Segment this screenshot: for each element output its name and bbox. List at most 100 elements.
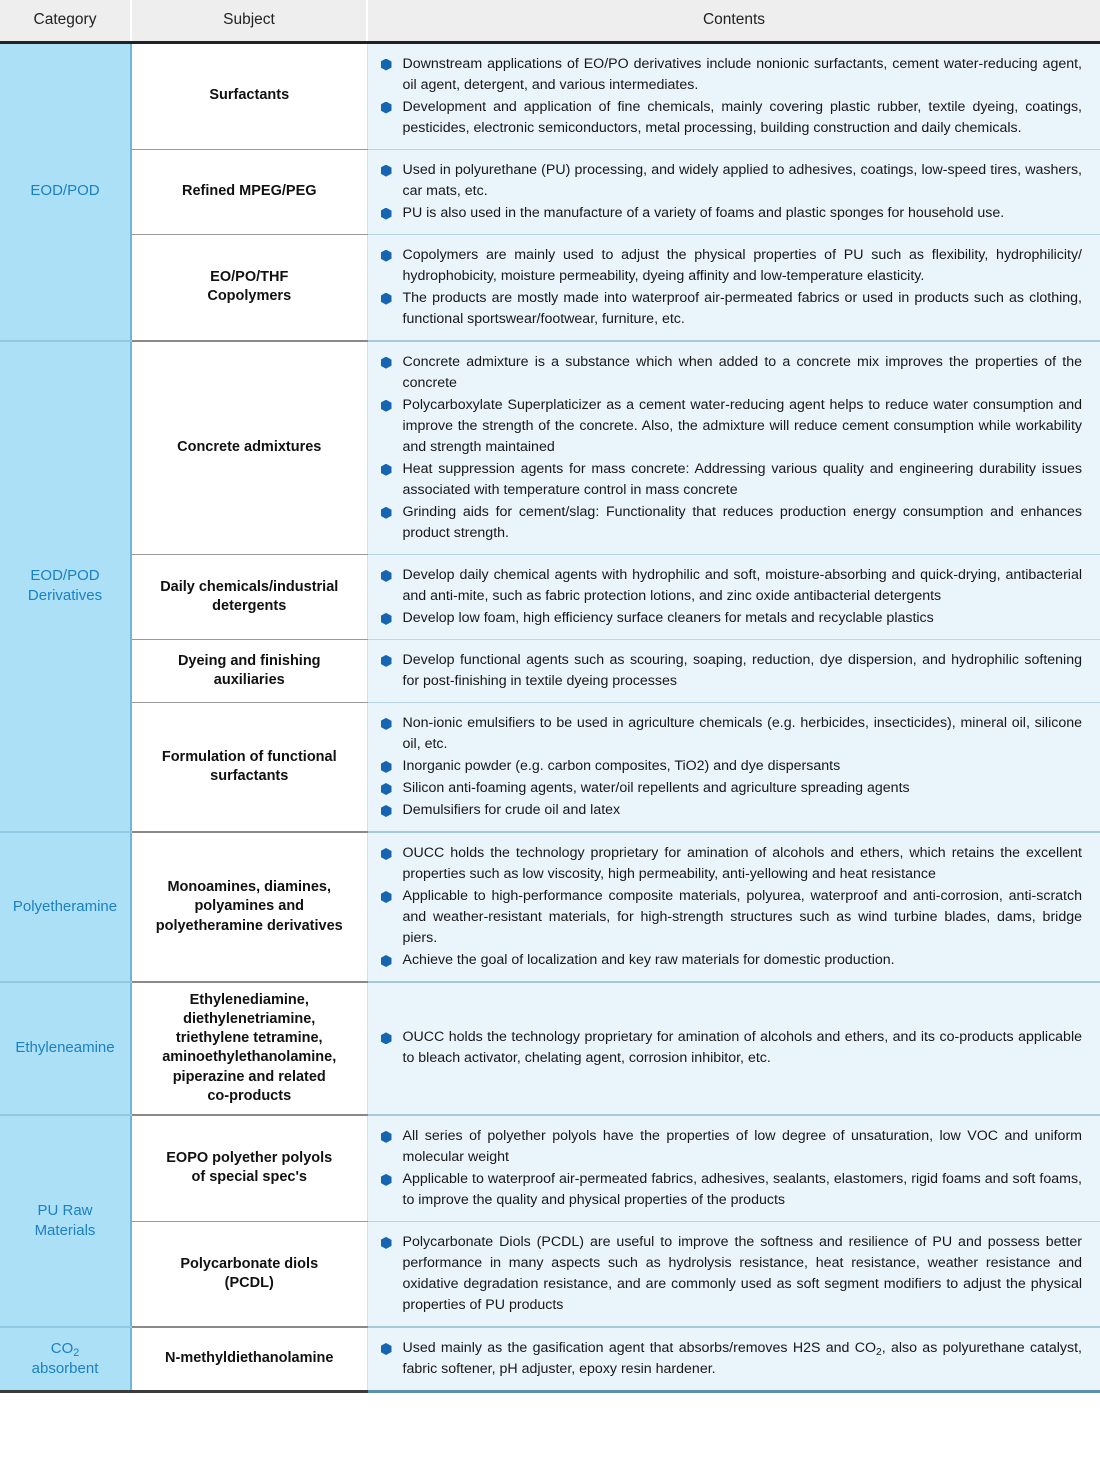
bullet-text: The products are mostly made into waterp…	[402, 289, 1083, 327]
bullet-item: Applicable to high-performance composite…	[380, 886, 1083, 949]
bullet-text: Applicable to high-performance composite…	[402, 888, 1083, 947]
hexagon-bullet-icon	[380, 804, 392, 817]
bullet-text: Silicon anti-foaming agents, water/oil r…	[402, 779, 910, 796]
bullet-list: Copolymers are mainly used to adjust the…	[380, 245, 1083, 330]
subject-cell: N-methyldiethanolamine	[131, 1326, 368, 1393]
hexagon-bullet-icon	[380, 1236, 392, 1249]
bullet-list: Develop functional agents such as scouri…	[380, 650, 1083, 692]
table-row: Polycarbonate diols(PCDL) Polycarbonate D…	[0, 1221, 1100, 1328]
contents-cell: Concrete admixture is a substance which …	[367, 340, 1100, 555]
bullet-list: Polycarbonate Diols (PCDL) are useful to…	[380, 1232, 1083, 1316]
hexagon-bullet-icon	[380, 955, 392, 968]
hexagon-bullet-icon	[380, 1173, 392, 1186]
bullet-item: Develop low foam, high efficiency surfac…	[380, 608, 1083, 629]
hexagon-bullet-icon	[380, 569, 392, 582]
bullet-text: Develop daily chemical agents with hydro…	[402, 566, 1083, 604]
category-cell: EOD/POD	[0, 42, 132, 342]
hexagon-bullet-icon	[380, 612, 392, 625]
bullet-list: Downstream applications of EO/PO derivat…	[380, 54, 1082, 139]
bullet-text: All series of polyether polyols have the…	[402, 1127, 1083, 1165]
bullet-text: Develop low foam, high efficiency surfac…	[402, 609, 934, 626]
bullet-text: Heat suppression agents for mass concret…	[402, 460, 1083, 498]
bullet-item: PU is also used in the manufacture of a …	[380, 203, 1083, 224]
bullet-item: OUCC holds the technology proprietary fo…	[380, 843, 1083, 885]
column-header-category: Category	[0, 0, 132, 44]
bullet-text: Polycarbonate Diols (PCDL) are useful to…	[402, 1233, 1083, 1313]
bullet-list: Non-ionic emulsifiers to be used in agri…	[380, 713, 1083, 821]
bullet-text: OUCC holds the technology proprietary fo…	[402, 844, 1083, 882]
bullet-item: Concrete admixture is a substance which …	[380, 352, 1083, 394]
subject-cell: Surfactants	[131, 42, 368, 150]
bullet-text: Develop functional agents such as scouri…	[402, 651, 1083, 689]
bullet-item: Non-ionic emulsifiers to be used in agri…	[380, 713, 1083, 755]
bullet-item: The products are mostly made into waterp…	[380, 288, 1083, 330]
bullet-item: All series of polyether polyols have the…	[380, 1126, 1083, 1168]
subject-cell: Polycarbonate diols(PCDL)	[131, 1221, 368, 1328]
contents-cell: Non-ionic emulsifiers to be used in agri…	[367, 702, 1100, 833]
bullet-item: Silicon anti-foaming agents, water/oil r…	[380, 778, 1083, 799]
hexagon-bullet-icon	[380, 717, 392, 730]
contents-cell: Downstream applications of EO/PO derivat…	[367, 42, 1100, 150]
bullet-text: Achieve the goal of localization and key…	[402, 952, 895, 969]
contents-cell: OUCC holds the technology proprietary fo…	[367, 982, 1100, 1116]
bullet-item: Heat suppression agents for mass concret…	[380, 459, 1083, 501]
hexagon-bullet-icon	[380, 101, 392, 114]
hexagon-bullet-icon	[380, 399, 392, 412]
bullet-list: Used in polyurethane (PU) processing, an…	[380, 160, 1083, 224]
bullet-text: Copolymers are mainly used to adjust the…	[402, 246, 1083, 284]
bullet-list: Used mainly as the gasification agent th…	[380, 1338, 1082, 1380]
bullet-item: Develop daily chemical agents with hydro…	[380, 565, 1083, 607]
bullet-text: Used in polyurethane (PU) processing, an…	[402, 161, 1083, 199]
bullet-item: Polycarbonate Diols (PCDL) are useful to…	[380, 1232, 1083, 1316]
contents-cell: OUCC holds the technology proprietary fo…	[367, 831, 1100, 984]
bullet-text: Inorganic powder (e.g. carbon composites…	[402, 757, 841, 774]
bullet-text: Concrete admixture is a substance which …	[402, 353, 1083, 391]
bullet-item: Grinding aids for cement/slag: Functiona…	[380, 502, 1083, 544]
column-header-contents: Contents	[367, 0, 1100, 44]
bullet-item: Polycarboxylate Superplaticizer as a cem…	[380, 395, 1083, 458]
hexagon-bullet-icon	[380, 782, 392, 795]
contents-cell: Used in polyurethane (PU) processing, an…	[367, 149, 1100, 235]
bullet-item: Achieve the goal of localization and key…	[380, 950, 1083, 971]
bullet-text: Demulsifiers for crude oil and latex	[402, 801, 621, 818]
bullet-text: Grinding aids for cement/slag: Functiona…	[402, 503, 1083, 541]
bullet-item: Develop functional agents such as scouri…	[380, 650, 1083, 692]
hexagon-bullet-icon	[380, 58, 392, 71]
table-header: Category Subject Contents	[0, 0, 1100, 44]
bullet-item: Applicable to waterproof air-permeated f…	[380, 1169, 1082, 1211]
hexagon-bullet-icon	[380, 249, 392, 262]
bullet-text: Non-ionic emulsifiers to be used in agri…	[402, 714, 1083, 752]
hexagon-bullet-icon	[380, 506, 392, 519]
hexagon-bullet-icon	[380, 463, 392, 476]
bullet-list: OUCC holds the technology proprietary fo…	[380, 843, 1083, 971]
bullet-list: Develop daily chemical agents with hydro…	[380, 565, 1083, 629]
hexagon-bullet-icon	[380, 1130, 392, 1143]
bullet-text: Polycarboxylate Superplaticizer as a cem…	[402, 396, 1083, 455]
hexagon-bullet-icon	[380, 207, 392, 220]
hexagon-bullet-icon	[380, 847, 392, 860]
bullet-list: OUCC holds the technology proprietary fo…	[380, 1027, 1082, 1069]
contents-cell: Develop daily chemical agents with hydro…	[367, 554, 1100, 640]
hexagon-bullet-icon	[380, 760, 392, 773]
subject-cell: Ethylenediamine,diethylenetriamine,triet…	[131, 982, 368, 1116]
bullet-list: Concrete admixture is a substance which …	[380, 352, 1083, 544]
hexagon-bullet-icon	[380, 891, 392, 903]
bullet-item: Used in polyurethane (PU) processing, an…	[380, 160, 1083, 202]
contents-cell: Used mainly as the gasification agent th…	[367, 1326, 1100, 1393]
hexagon-bullet-icon	[380, 654, 392, 667]
contents-cell: Develop functional agents such as scouri…	[367, 639, 1100, 703]
